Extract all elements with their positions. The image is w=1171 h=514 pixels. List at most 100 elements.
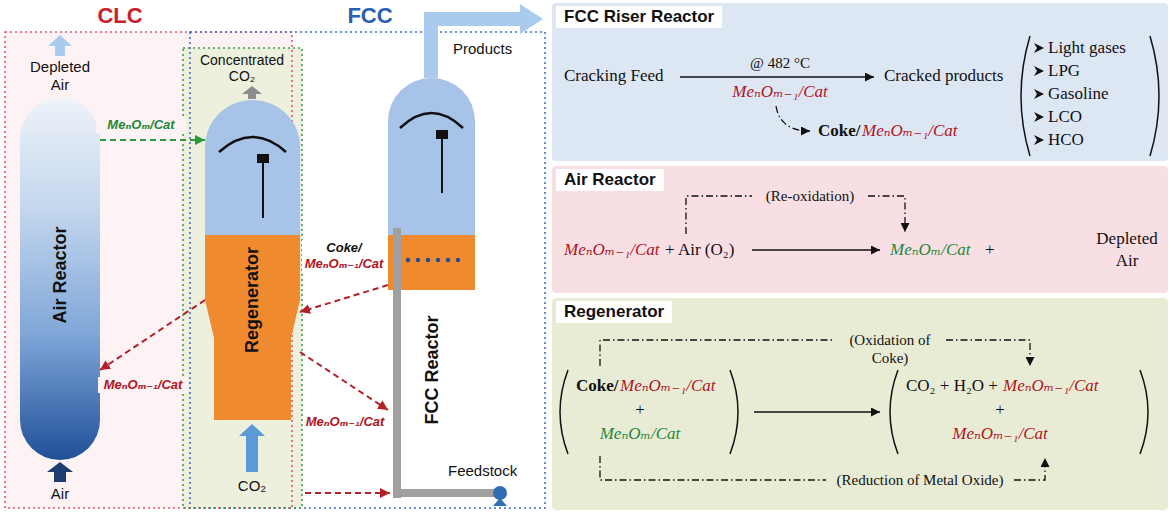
air-inlet-arrow bbox=[47, 462, 73, 482]
reaction-arrow bbox=[754, 411, 880, 413]
node-text: (Re-oxidation) bbox=[766, 187, 854, 205]
dilute-phase bbox=[205, 100, 300, 235]
dipleg bbox=[262, 163, 264, 218]
text-holder: Light gases bbox=[1048, 38, 1126, 58]
co2-region-fill bbox=[183, 48, 302, 508]
text-holder: MeₙOₘ₋₁/Cat bbox=[862, 121, 957, 141]
dipleg bbox=[441, 139, 443, 193]
bracket bbox=[890, 370, 898, 454]
text-holder: LPG bbox=[1048, 61, 1080, 81]
node-text: MeₙOₘ₋₁/Cat bbox=[564, 240, 659, 260]
air-reactor-panel: Air Reactor (Re-oxidation) MeₙOₘ₋₁/Cat + Ai… bbox=[552, 166, 1168, 293]
node-text: Regenerator bbox=[556, 301, 672, 323]
node-text: MeₙOₘ/Cat bbox=[890, 240, 971, 260]
flow-arrow bbox=[300, 285, 388, 312]
node-text: + bbox=[985, 240, 995, 260]
dash-dot-arrow bbox=[1014, 458, 1045, 480]
dash-dot-arrow bbox=[868, 196, 905, 232]
steam-nozzle bbox=[456, 258, 460, 262]
node-text: Air Reactor bbox=[49, 226, 71, 323]
cyclone bbox=[257, 154, 269, 163]
text-holder: Cracked products bbox=[884, 66, 1003, 86]
node-text: (Reduction of Metal Oxide) bbox=[836, 471, 1003, 489]
text-holder: MeₙOₘ₋₁/Cat bbox=[564, 240, 659, 260]
text-holder: + Air (O₂) bbox=[665, 240, 734, 260]
flow-arrow bbox=[100, 300, 205, 370]
flow-label: Coke/ MeₙOₘ₋₁/Cat bbox=[302, 240, 386, 272]
label-holder: Air bbox=[51, 485, 69, 503]
node-text: Gasoline bbox=[1048, 84, 1108, 104]
node-text: + bbox=[635, 400, 645, 420]
steam-nozzle bbox=[426, 258, 430, 262]
text-holder: MeₙOₘ₋₁/Cat bbox=[620, 376, 715, 396]
label-holder: Products bbox=[453, 40, 512, 58]
node-text: MeₙOₘ₋₁/Cat bbox=[620, 376, 715, 396]
edge-label-holder: MeₙOₘ₋₁/Cat bbox=[303, 414, 387, 430]
dash-dot-line bbox=[600, 340, 834, 366]
cyclone-hood bbox=[219, 137, 286, 152]
riser-panel: FCC Riser ReactorCracking Feed @ 482 °C Me… bbox=[552, 3, 1168, 161]
bullet bbox=[1034, 112, 1044, 122]
flow-label: MeₙOₘ₋₁/Cat bbox=[303, 414, 387, 430]
node-text: MeₙOₘ₋₁/Cat bbox=[952, 424, 1047, 444]
text-holder: Regenerator bbox=[241, 247, 263, 353]
flow-arrow bbox=[300, 352, 388, 410]
text-holder: Cracking Feed bbox=[564, 66, 664, 86]
text-holder: + bbox=[995, 400, 1005, 420]
text-holder: FCC bbox=[347, 3, 392, 29]
text-holder: CO₂ + H₂O + bbox=[906, 376, 998, 396]
bracket bbox=[1140, 370, 1148, 454]
node-text: MeₙOₘ₋₁/Cat bbox=[732, 82, 827, 102]
text-holder: LCO bbox=[1048, 107, 1082, 127]
text-holder: Air Reactor bbox=[556, 169, 664, 191]
flow-label: MeₙOₘ₋₁/Cat bbox=[98, 377, 188, 393]
text-holder: FCC Reactor bbox=[421, 315, 443, 424]
steam-nozzle bbox=[446, 258, 450, 262]
label-holder: CO₂ bbox=[238, 477, 266, 495]
text-holder: (Reduction of Metal Oxide) bbox=[836, 471, 1003, 489]
diagram-label: Air bbox=[51, 485, 69, 503]
text-holder: MeₙOₘ/Cat bbox=[890, 240, 971, 260]
bracket bbox=[1150, 36, 1159, 156]
text-holder: Regenerator bbox=[556, 301, 672, 323]
node-text: @ 482 °C bbox=[750, 54, 810, 72]
text-holder: + bbox=[635, 400, 645, 420]
bullet bbox=[1034, 43, 1044, 53]
reaction-arrow bbox=[752, 249, 880, 251]
dash-dot-line bbox=[600, 456, 826, 480]
node-text: MeₙOₘ₋₁/Cat bbox=[1003, 376, 1098, 396]
text-holder: MeₙOₘ₋₁/Cat bbox=[732, 82, 827, 102]
feed-pipe bbox=[393, 489, 500, 497]
fcc-region-border bbox=[190, 32, 545, 508]
text-holder: MeₙOₘ₋₁/Cat bbox=[952, 424, 1047, 444]
node-text: + Air (O₂) bbox=[665, 240, 734, 260]
text-holder: HCO bbox=[1048, 130, 1084, 150]
bracket bbox=[560, 370, 568, 454]
node-text: + bbox=[995, 400, 1005, 420]
bullet bbox=[1034, 135, 1044, 145]
steam-nozzle bbox=[416, 258, 420, 262]
flow-label: MeₙOₘ/Cat bbox=[96, 117, 186, 133]
dash-dot-line bbox=[686, 196, 752, 234]
steam-nozzle bbox=[436, 258, 440, 262]
node-text: (Oxidation of Coke) bbox=[840, 331, 940, 367]
node-text: Light gases bbox=[1048, 38, 1126, 58]
flow-arrow bbox=[100, 139, 205, 141]
node-text: Regenerator bbox=[241, 247, 263, 353]
text-holder: Gasoline bbox=[1048, 84, 1108, 104]
air-panel-fill bbox=[552, 166, 1168, 293]
disengager bbox=[388, 78, 475, 235]
catalyst-feed-arrow bbox=[305, 492, 390, 494]
depleted-air-arrow bbox=[48, 35, 72, 56]
node-text: CO₂ + H₂O + bbox=[906, 376, 998, 396]
node-text: CLC bbox=[97, 3, 142, 29]
text-holder: Coke/ bbox=[818, 121, 861, 141]
regenerator-vessel: Regenerator bbox=[205, 100, 300, 420]
text-holder: Depleted Air bbox=[1090, 228, 1164, 272]
steam-nozzle bbox=[406, 258, 410, 262]
bullet bbox=[1034, 66, 1044, 76]
node-text: FCC Reactor bbox=[421, 315, 443, 424]
node-text: MeₙOₘ/Cat bbox=[600, 424, 681, 444]
node-text: FCC Riser Reactor bbox=[556, 6, 722, 28]
